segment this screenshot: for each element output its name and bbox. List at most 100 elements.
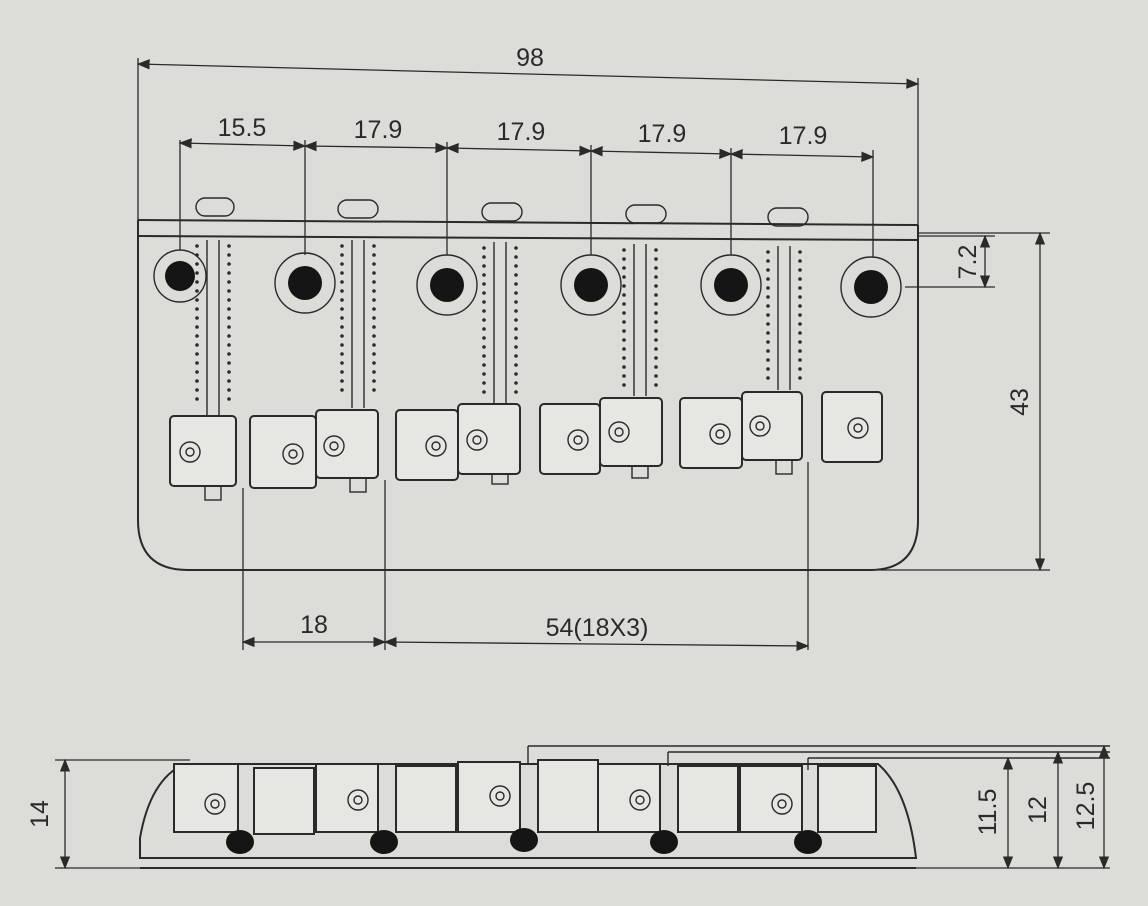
dim-43-label: 43: [1006, 388, 1034, 416]
spring-dot: [514, 264, 518, 268]
spring-dot: [340, 334, 344, 338]
dim-spacing-label: 17.9: [497, 118, 546, 146]
spring-dot: [195, 343, 199, 347]
spring-dot: [766, 304, 770, 308]
spring-dot: [766, 367, 770, 371]
spring-dot: [340, 307, 344, 311]
spring-dot: [372, 253, 376, 257]
spring-dot: [654, 383, 658, 387]
spring-dot: [622, 320, 626, 324]
spring-dot: [340, 361, 344, 365]
spring-dot: [654, 374, 658, 378]
spring-dot: [766, 331, 770, 335]
spring-dot: [514, 327, 518, 331]
spring-dot: [798, 295, 802, 299]
spring-dot: [654, 329, 658, 333]
spring-dot: [798, 367, 802, 371]
spring-dot: [622, 338, 626, 342]
side-saddles: [173, 759, 877, 854]
spring-dot: [482, 309, 486, 313]
spring-dot: [340, 262, 344, 266]
spring-dot: [227, 388, 231, 392]
spring-dot: [798, 277, 802, 281]
spring-dot: [514, 309, 518, 313]
spring-dot: [654, 266, 658, 270]
spring-dot: [514, 336, 518, 340]
spring-dot: [654, 302, 658, 306]
spring-dot: [340, 271, 344, 275]
spring-dot: [654, 248, 658, 252]
spring-dot: [482, 318, 486, 322]
dim-spacing-label: 17.9: [779, 122, 828, 150]
spring-dot: [340, 325, 344, 329]
spring-dot: [195, 370, 199, 374]
spring-dot: [227, 289, 231, 293]
spring-dot: [372, 271, 376, 275]
spring-dot: [514, 363, 518, 367]
spring-dot: [227, 397, 231, 401]
spring-dot: [372, 343, 376, 347]
spring-dot: [372, 298, 376, 302]
dim-overall-depth: 43: [870, 231, 1050, 572]
spring-dot: [622, 383, 626, 387]
saddles: [169, 391, 883, 501]
spring-dot: [372, 262, 376, 266]
plate-back-flange: [137, 235, 919, 241]
spring-dot: [372, 316, 376, 320]
spring-dot: [195, 298, 199, 302]
spring-dot: [482, 300, 486, 304]
spring-dot: [482, 390, 486, 394]
spring-dot: [340, 343, 344, 347]
spring-dot: [227, 361, 231, 365]
spring-dot: [622, 329, 626, 333]
dim-overall-height: 14: [26, 758, 190, 870]
spring-dot: [514, 273, 518, 277]
spring-dot: [798, 349, 802, 353]
spring-dot: [372, 325, 376, 329]
spring-dot: [482, 246, 486, 250]
spring-dot: [227, 316, 231, 320]
spring-dot: [340, 244, 344, 248]
spring-dot: [798, 268, 802, 272]
spring-dot: [798, 331, 802, 335]
side-base-outline: [139, 763, 918, 859]
side-view: 14 11.5 12 12.5: [26, 744, 1110, 870]
intonation-screws: [195, 240, 802, 416]
spring-dot: [654, 347, 658, 351]
spring-dot: [622, 275, 626, 279]
spring-dot: [372, 307, 376, 311]
spring-dot: [622, 302, 626, 306]
dim-18-label: 18: [300, 611, 328, 639]
spring-dot: [340, 388, 344, 392]
spring-dot: [227, 343, 231, 347]
spring-dot: [195, 271, 199, 275]
plate-back-edge: [137, 219, 919, 226]
spring-dot: [798, 304, 802, 308]
spring-dot: [622, 374, 626, 378]
spring-dot: [766, 358, 770, 362]
spring-dot: [482, 345, 486, 349]
spring-dot: [622, 347, 626, 351]
spring-dot: [227, 298, 231, 302]
spring-dot: [340, 352, 344, 356]
spring-dot: [514, 318, 518, 322]
spring-dot: [654, 356, 658, 360]
spring-dot: [622, 365, 626, 369]
dim-12-label: 12: [1024, 796, 1052, 824]
spring-dot: [195, 289, 199, 293]
spring-dot: [654, 365, 658, 369]
spring-dot: [227, 271, 231, 275]
spring-dot: [622, 311, 626, 315]
spring-dot: [340, 298, 344, 302]
spring-dot: [798, 358, 802, 362]
spring-dot: [227, 262, 231, 266]
spring-dot: [766, 295, 770, 299]
spring-dot: [514, 246, 518, 250]
spring-dot: [514, 300, 518, 304]
dim-14-label: 14: [26, 800, 54, 828]
spring-dot: [654, 311, 658, 315]
spring-dot: [798, 250, 802, 254]
spring-dot: [482, 291, 486, 295]
